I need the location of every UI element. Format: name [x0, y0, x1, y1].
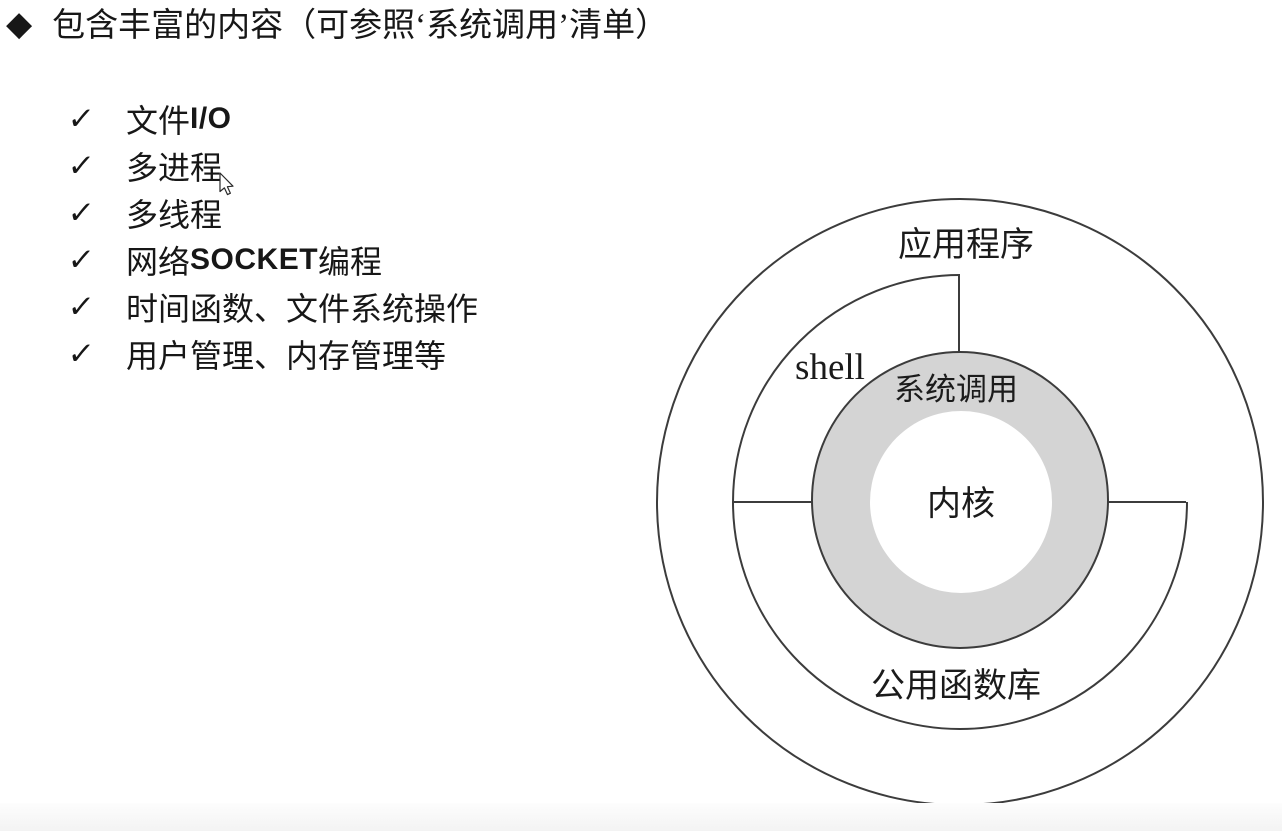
label-applications: 应用程序	[898, 226, 1034, 264]
kernel-circle	[870, 411, 1052, 593]
checklist-item-text: 时间函数、文件系统操作	[126, 290, 479, 327]
checklist-item-text: 多进程	[126, 149, 223, 186]
label-library: 公用函数库	[871, 667, 1041, 705]
label-kernel: 内核	[927, 485, 995, 523]
checklist-item-text-bold: SOCKET	[190, 242, 319, 276]
mouse-cursor-icon	[219, 172, 234, 196]
checklist-item-text: 多线程	[126, 196, 223, 233]
checklist-item-text-bold: I/O	[190, 101, 232, 135]
checklist-item-multithread: ✓ 多线程	[66, 189, 478, 236]
checklist-item-text: 编程	[318, 243, 383, 280]
checklist-item-multiprocess: ✓ 多进程	[66, 142, 478, 189]
checklist-item-text: 网络	[126, 243, 191, 280]
diamond-bullet-icon: ◆	[6, 4, 33, 45]
slide-title: ◆ 包含丰富的内容（可参照‘系统调用’清单）	[6, 4, 669, 45]
checklist-item-time-fs: ✓ 时间函数、文件系统操作	[66, 283, 479, 330]
checklist-item-user-memory: ✓ 用户管理、内存管理等	[66, 330, 478, 377]
library-shell-ring-arc	[732, 274, 1188, 730]
bottom-gradient-strip	[0, 803, 1282, 831]
checklist-item-text: 文件	[126, 102, 191, 139]
checklist-item-text: 用户管理、内存管理等	[126, 337, 447, 374]
label-system-calls: 系统调用	[894, 372, 1018, 407]
label-shell: shell	[795, 347, 865, 388]
slide-title-text: 包含丰富的内容（可参照‘系统调用’清单）	[52, 8, 669, 44]
